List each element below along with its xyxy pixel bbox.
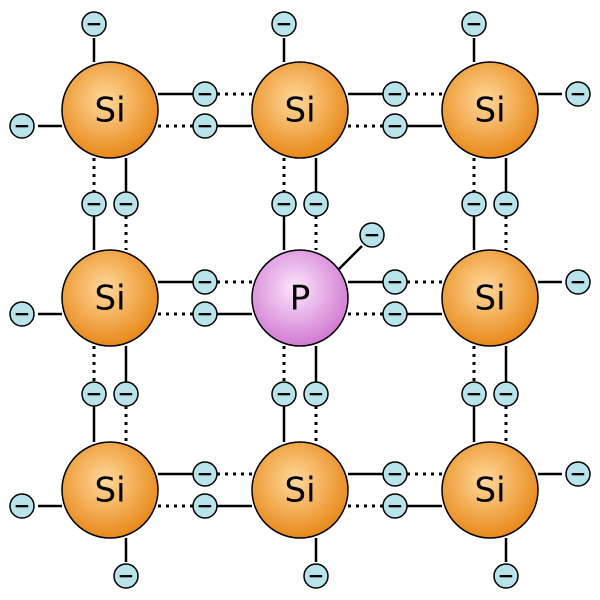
electron-icon: −	[81, 191, 107, 217]
electron-icon: −	[303, 381, 329, 407]
electron-icon: −	[565, 461, 591, 487]
silicon-atom: Si	[441, 441, 539, 539]
electron-sign: −	[364, 223, 381, 247]
electron-sign: −	[14, 114, 31, 138]
electron-sign: −	[118, 382, 135, 406]
electron-sign: −	[197, 270, 214, 294]
silicon-atom: Si	[61, 249, 159, 347]
electron-icon: −	[382, 461, 408, 487]
electron-icon: −	[271, 191, 297, 217]
electron-sign: −	[498, 382, 515, 406]
electron-sign: −	[570, 82, 587, 106]
electron-sign: −	[308, 192, 325, 216]
electron-icon: −	[382, 301, 408, 327]
electron-sign: −	[276, 192, 293, 216]
electron-sign: −	[387, 82, 404, 106]
atom-symbol: Si	[474, 91, 505, 131]
electron-sign: −	[466, 12, 483, 36]
electron-icon: −	[271, 11, 297, 37]
electron-sign: −	[498, 192, 515, 216]
electron-icon: −	[113, 563, 139, 589]
electron-icon: −	[461, 11, 487, 37]
electron-icon: −	[303, 191, 329, 217]
electron-icon: −	[192, 493, 218, 519]
electron-icon: −	[565, 269, 591, 295]
silicon-atom: Si	[61, 61, 159, 159]
electron-sign: −	[197, 114, 214, 138]
atom-symbol: Si	[284, 471, 315, 511]
electron-sign: −	[466, 192, 483, 216]
electron-sign: −	[570, 270, 587, 294]
electron-sign: −	[86, 192, 103, 216]
electron-icon: −	[461, 191, 487, 217]
electron-icon: −	[271, 381, 297, 407]
electron-sign: −	[86, 12, 103, 36]
electrons-layer: −−−−−−−−−−−−−−−−−−−−−−−−−−−−−−−−−−−−−	[9, 11, 591, 589]
electron-icon: −	[303, 563, 329, 589]
electron-sign: −	[387, 462, 404, 486]
electron-sign: −	[197, 82, 214, 106]
phosphorus-atom: P	[251, 249, 349, 347]
electron-sign: −	[276, 12, 293, 36]
electron-icon: −	[192, 301, 218, 327]
silicon-atom: Si	[251, 441, 349, 539]
atom-symbol: Si	[284, 91, 315, 131]
electron-icon: −	[81, 11, 107, 37]
electron-icon: −	[113, 381, 139, 407]
electron-sign: −	[387, 114, 404, 138]
electron-sign: −	[197, 462, 214, 486]
electron-sign: −	[276, 382, 293, 406]
electron-icon: −	[493, 191, 519, 217]
electron-sign: −	[118, 192, 135, 216]
silicon-atom: Si	[61, 441, 159, 539]
electron-icon: −	[113, 191, 139, 217]
electron-icon: −	[461, 381, 487, 407]
electron-sign: −	[498, 564, 515, 588]
electron-sign: −	[118, 564, 135, 588]
electron-icon: −	[359, 222, 385, 248]
electron-icon: −	[9, 301, 35, 327]
electron-sign: −	[308, 382, 325, 406]
electron-sign: −	[86, 382, 103, 406]
electron-sign: −	[387, 270, 404, 294]
atom-symbol: Si	[94, 471, 125, 511]
electron-sign: −	[466, 382, 483, 406]
electron-icon: −	[192, 81, 218, 107]
atom-symbol: P	[290, 279, 311, 319]
electron-icon: −	[382, 113, 408, 139]
electron-sign: −	[570, 462, 587, 486]
silicon-atom: Si	[441, 249, 539, 347]
electron-icon: −	[81, 381, 107, 407]
electron-sign: −	[197, 302, 214, 326]
atom-symbol: Si	[94, 91, 125, 131]
electron-icon: −	[382, 269, 408, 295]
electron-sign: −	[197, 494, 214, 518]
electron-icon: −	[493, 563, 519, 589]
electron-sign: −	[14, 302, 31, 326]
atom-symbol: Si	[94, 279, 125, 319]
electron-icon: −	[192, 461, 218, 487]
electron-icon: −	[9, 493, 35, 519]
electron-sign: −	[387, 494, 404, 518]
electron-sign: −	[387, 302, 404, 326]
electron-icon: −	[192, 113, 218, 139]
atom-symbol: Si	[474, 471, 505, 511]
electron-icon: −	[382, 493, 408, 519]
silicon-atom: Si	[251, 61, 349, 159]
electron-icon: −	[382, 81, 408, 107]
electron-sign: −	[14, 494, 31, 518]
electron-icon: −	[192, 269, 218, 295]
electron-icon: −	[9, 113, 35, 139]
electron-sign: −	[308, 564, 325, 588]
electron-icon: −	[493, 381, 519, 407]
silicon-atom: Si	[441, 61, 539, 159]
electron-icon: −	[565, 81, 591, 107]
atom-symbol: Si	[474, 279, 505, 319]
